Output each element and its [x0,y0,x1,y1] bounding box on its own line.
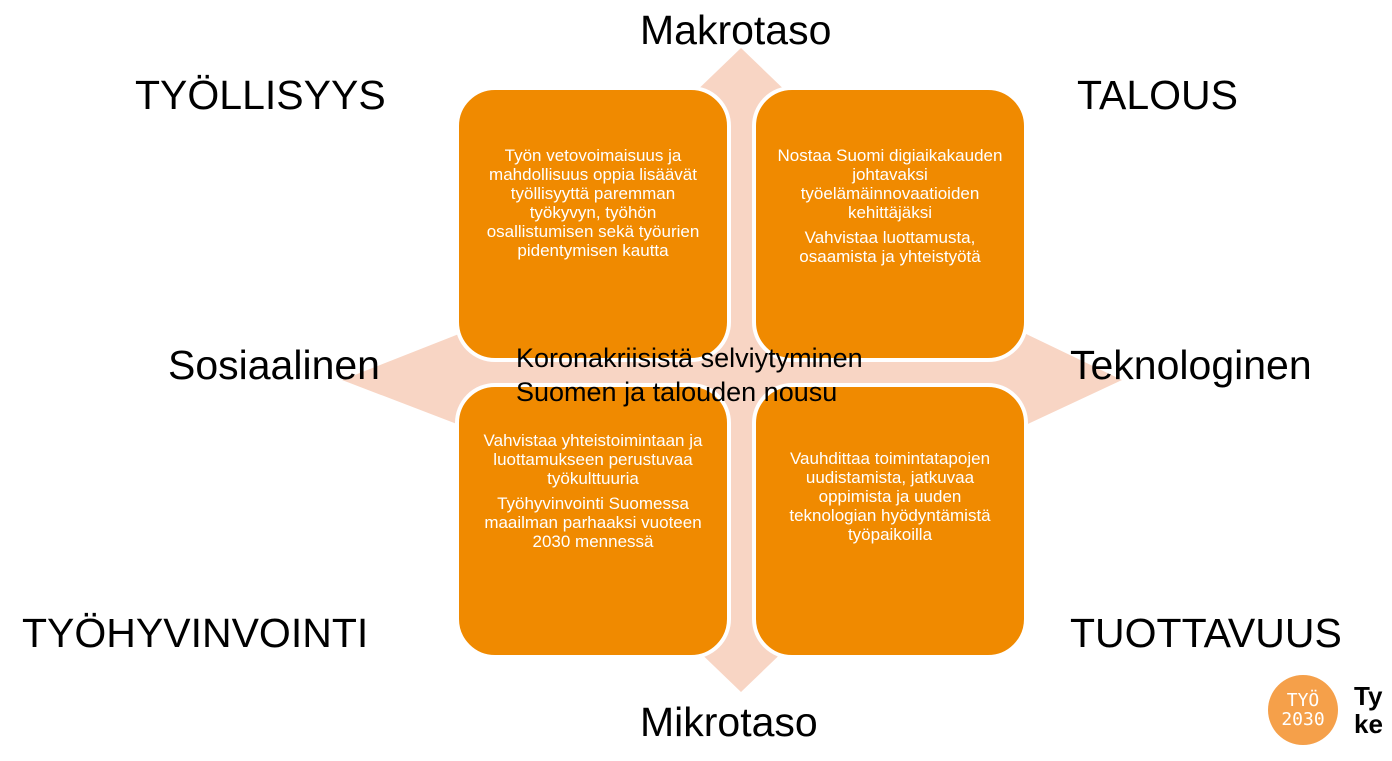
logo-badge-line-2: 2030 [1281,709,1325,730]
quadrant-bottom-left: Vahvistaa yhteistoimintaan ja luottamuks… [455,383,731,659]
corner-label-top-right: TALOUS [1077,72,1238,118]
center-text-line-1: Koronakriisistä selviytyminen [516,343,863,373]
center-text-line-2: Suomen ja talouden nousu [516,377,838,407]
axis-label-bottom: Mikrotaso [640,699,818,745]
quadrant-bottom-right: Vauhdittaa toimintatapojen uudistamista,… [752,383,1028,659]
logo-word-2: ke [1354,709,1383,739]
quadrant-top-right: Nostaa Suomi digiaikakauden johtavaksi t… [752,86,1028,362]
corner-label-top-left: TYÖLLISYYS [135,72,386,118]
quadrant-bottom-left-text-2: Työhyvinvointi Suomessa maailman parhaak… [484,494,702,551]
logo-badge: TYÖ 2030 [1268,675,1338,745]
quadrant-top-left: Työn vetovoimaisuus ja mahdollisuus oppi… [455,86,731,362]
quadrant-top-left-text-1: Työn vetovoimaisuus ja mahdollisuus oppi… [486,146,700,260]
logo-word-1: Ty [1354,681,1383,711]
axis-label-top: Makrotaso [640,7,832,53]
quadrant-top-right-text-2: Vahvistaa luottamusta, osaamista ja yhte… [799,228,981,266]
axis-label-right: Teknologinen [1070,342,1312,388]
quadrant-bottom-right-text-1: Vauhdittaa toimintatapojen uudistamista,… [789,449,991,544]
tyo2030-logo: TYÖ 2030 Ty ke [1268,670,1392,761]
axis-label-left: Sosiaalinen [168,342,380,388]
four-way-arrow-shape [342,48,1122,692]
logo-badge-line-1: TYÖ [1286,690,1320,711]
quadrant-bottom-left-text-1: Vahvistaa yhteistoimintaan ja luottamuks… [483,431,703,488]
corner-label-bottom-left: TYÖHYVINVOINTI [22,610,369,656]
quadrant-top-right-text-1: Nostaa Suomi digiaikakauden johtavaksi t… [777,146,1003,222]
corner-label-bottom-right: TUOTTAVUUS [1070,610,1342,656]
